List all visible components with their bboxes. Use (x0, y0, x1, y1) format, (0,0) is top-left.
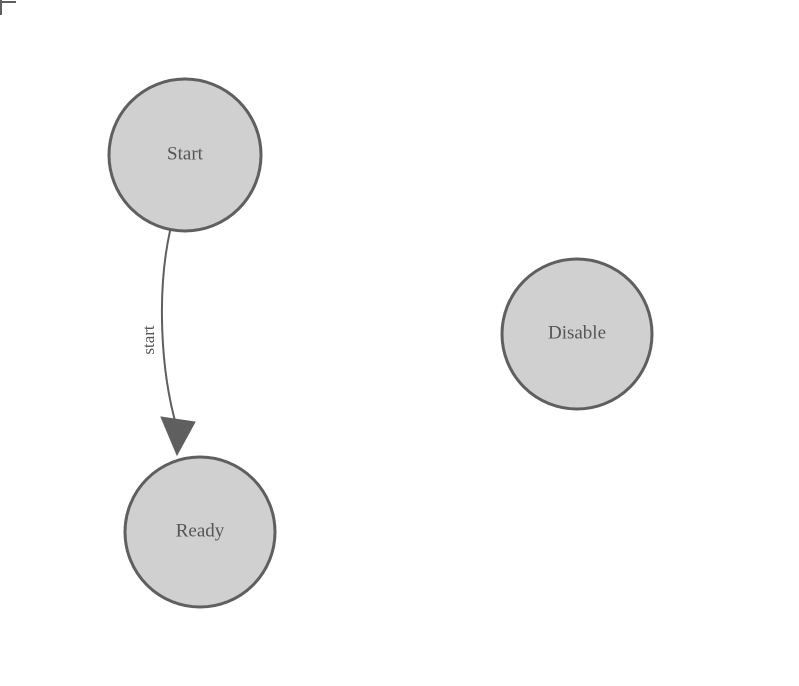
node-disable-label: Disable (548, 322, 606, 343)
node-ready-label: Ready (176, 520, 225, 541)
edge-label-group: start (139, 325, 158, 355)
node-disable[interactable]: Disable (500, 257, 654, 411)
edge-label-start: start (139, 325, 158, 355)
node-ready[interactable]: Ready (123, 455, 277, 609)
node-ready-circle (123, 455, 277, 609)
selection-corner-bracket-icon (0, 0, 16, 15)
node-disable-circle (500, 257, 654, 411)
edge-line (160, 230, 178, 429)
node-start-circle (107, 77, 263, 233)
arrowhead-icon (160, 416, 196, 457)
node-start-label: Start (167, 143, 204, 164)
edge-start-to-ready[interactable]: start (139, 230, 196, 457)
node-start[interactable]: Start (107, 77, 263, 233)
